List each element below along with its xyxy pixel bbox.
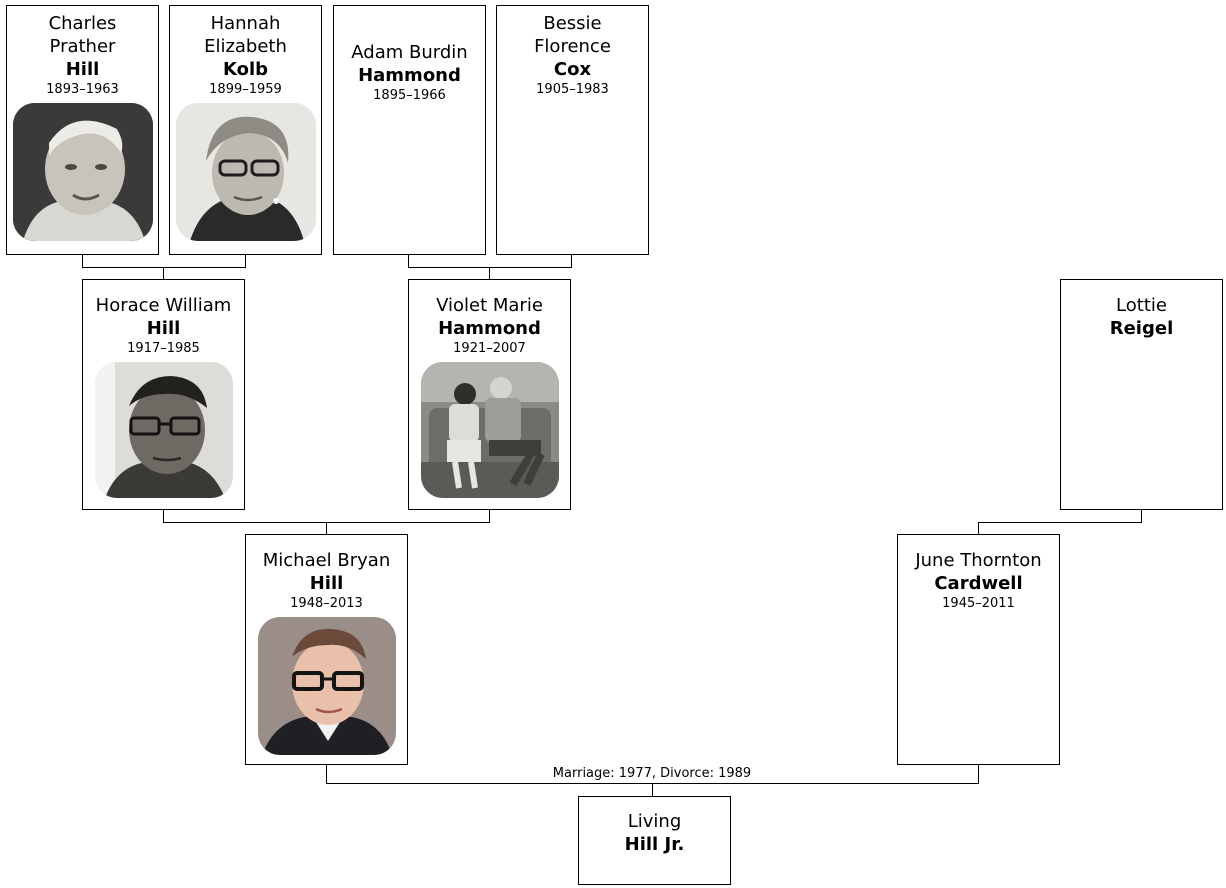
person-card-hannah[interactable]: Hannah Elizabeth Kolb 1899–1959 — [169, 5, 322, 255]
given-name: Bessie Florence — [534, 13, 611, 57]
given-name: Lottie — [1116, 295, 1167, 316]
person-card-bessie[interactable]: Bessie Florence Cox 1905–1983 — [496, 5, 649, 255]
given-name: Living — [627, 811, 682, 832]
connector-line — [163, 267, 164, 279]
connector-line — [326, 522, 327, 534]
life-dates: 1899–1959 — [209, 82, 282, 97]
surname: Kolb — [222, 59, 269, 80]
surname: Cox — [553, 59, 592, 80]
portrait-photo — [94, 362, 233, 498]
surname: Cardwell — [934, 573, 1023, 594]
connector-line — [245, 254, 246, 268]
person-card-horace[interactable]: Horace William Hill 1917–1985 — [82, 279, 245, 510]
surname: Hill — [309, 573, 344, 594]
given-name: Adam Burdin — [351, 42, 468, 63]
marriage-label: Marriage: 1977, Divorce: 1989 — [552, 766, 752, 781]
life-dates: 1945–2011 — [942, 596, 1015, 611]
life-dates: 1921–2007 — [453, 341, 526, 356]
connector-line — [82, 254, 83, 268]
person-card-michael[interactable]: Michael Bryan Hill 1948–2013 — [245, 534, 408, 765]
connector-line — [978, 764, 979, 784]
portrait-photo — [257, 617, 396, 755]
person-card-adam[interactable]: Adam Burdin Hammond 1895–1966 — [333, 5, 486, 255]
connector-line — [1141, 509, 1142, 523]
connector-line — [978, 522, 1142, 523]
connector-line — [489, 509, 490, 523]
connector-line — [408, 267, 572, 268]
connector-line — [652, 783, 653, 796]
connector-line — [163, 509, 164, 523]
surname: Hammond — [438, 318, 541, 339]
surname: Hill Jr. — [624, 834, 685, 855]
couple-photo — [420, 362, 559, 498]
connector-line — [978, 522, 979, 534]
given-name: Hannah Elizabeth — [204, 13, 287, 57]
surname: Hammond — [358, 65, 461, 86]
connector-line — [489, 267, 490, 279]
person-card-living[interactable]: Living Hill Jr. — [578, 796, 731, 885]
person-card-charles[interactable]: Charles Prather Hill 1893–1963 — [6, 5, 159, 255]
portrait-photo — [12, 103, 153, 241]
connector-line — [408, 254, 409, 268]
life-dates: 1893–1963 — [46, 82, 119, 97]
given-name: Michael Bryan — [262, 550, 391, 571]
portrait-photo — [175, 103, 316, 241]
surname: Hill — [146, 318, 181, 339]
person-card-lottie[interactable]: Lottie Reigel — [1060, 279, 1223, 510]
given-name: Violet Marie — [436, 295, 543, 316]
person-card-june[interactable]: June Thornton Cardwell 1945–2011 — [897, 534, 1060, 765]
given-name: Horace William — [95, 295, 232, 316]
surname: Hill — [65, 59, 100, 80]
given-name: Charles Prather — [48, 13, 117, 57]
person-card-violet[interactable]: Violet Marie Hammond 1921–2007 — [408, 279, 571, 510]
life-dates: 1895–1966 — [373, 88, 446, 103]
life-dates: 1905–1983 — [536, 82, 609, 97]
connector-line — [326, 764, 327, 784]
life-dates: 1917–1985 — [127, 341, 200, 356]
surname: Reigel — [1109, 318, 1174, 339]
given-name: June Thornton — [915, 550, 1042, 571]
connector-line — [571, 254, 572, 268]
life-dates: 1948–2013 — [290, 596, 363, 611]
connector-line — [82, 267, 246, 268]
